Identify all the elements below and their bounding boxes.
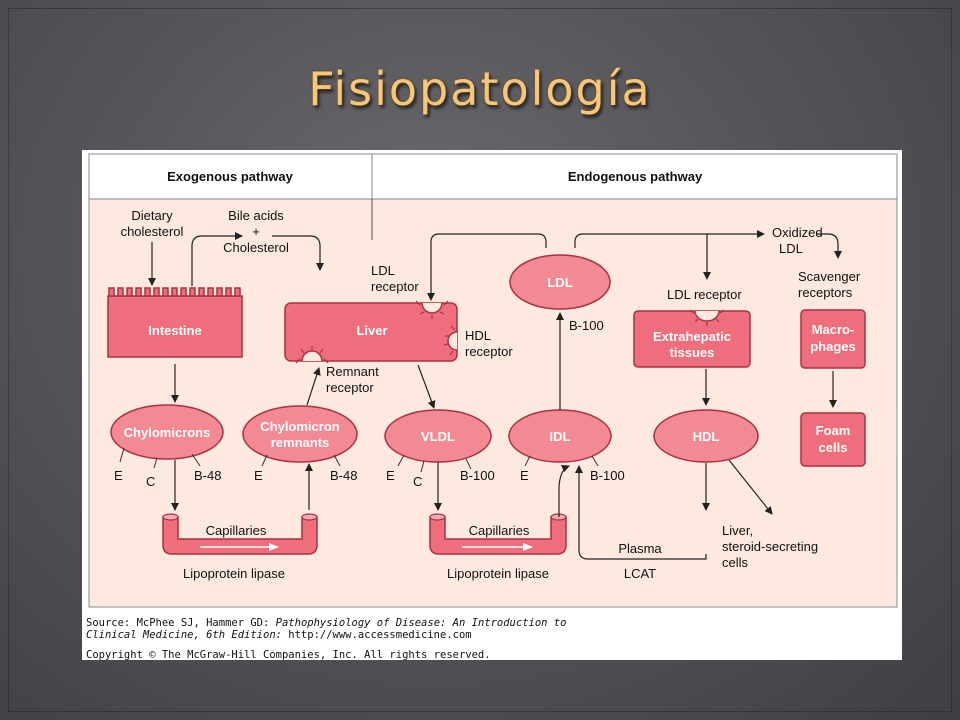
chylomicrons-ellipse xyxy=(110,404,224,460)
dietary-label-2: cholesterol xyxy=(121,224,184,239)
chylo-remnants-label-2: remnants xyxy=(271,435,330,450)
liver-out-label-3: cells xyxy=(722,555,749,570)
chylomicrons-label: Chylomicrons xyxy=(124,425,211,440)
plasma-label: Plasma xyxy=(618,541,662,556)
book-title-1: Pathophysiology of Disease: An Introduct… xyxy=(275,617,567,629)
apo-b100-3: B-100 xyxy=(460,468,495,483)
slide-title: Fisiopatología xyxy=(308,62,652,116)
source-prefix: Source: McPhee SJ, Hammer GD: xyxy=(86,617,276,629)
ldl-receptor-label-1: LDL xyxy=(371,263,395,278)
exogenous-header: Exogenous pathway xyxy=(167,169,293,184)
capillaries-tube-1 xyxy=(162,513,318,555)
ldl-receptor-tissue-label: LDL receptor xyxy=(667,287,742,302)
lcat-label: LCAT xyxy=(624,566,656,581)
remnant-receptor-label-1: Remnant xyxy=(326,364,379,379)
pathway-diagram: Exogenous pathway Endogenous pathway Die… xyxy=(88,153,898,608)
liver-out-label-2: steroid-secreting xyxy=(722,539,818,554)
dietary-label-1: Dietary xyxy=(131,208,173,223)
ldl-receptor-label-2: receptor xyxy=(371,279,419,294)
hdl-receptor-label-2: receptor xyxy=(465,344,513,359)
scavenger-label-2: receptors xyxy=(798,285,853,300)
ldl-b100-label: B-100 xyxy=(569,318,604,333)
remnant-receptor-label-2: receptor xyxy=(326,380,374,395)
apo-b48-1: B-48 xyxy=(194,468,221,483)
copyright-notice: Copyright © The McGraw-Hill Companies, I… xyxy=(86,649,491,661)
liver-label: Liver xyxy=(356,323,387,338)
foam-cells-box xyxy=(800,412,866,467)
lipase-label-2: Lipoprotein lipase xyxy=(447,566,549,581)
source-caption: Source: McPhee SJ, Hammer GD: Pathophysi… xyxy=(86,617,886,641)
foam-label-2: cells xyxy=(819,440,848,455)
pathway-arrows xyxy=(148,230,842,560)
liver-box: Liver xyxy=(284,300,458,364)
apo-c-3: C xyxy=(413,474,422,489)
macrophages-label-1: Macro- xyxy=(812,322,855,337)
hdl-label: HDL xyxy=(693,429,720,444)
chylomicron-remnants-ellipse xyxy=(242,405,358,463)
oxidized-label-1: Oxidized xyxy=(772,225,823,240)
lipoprotein-pathway-figure: Exogenous pathway Endogenous pathway Die… xyxy=(82,150,902,660)
ldl-ellipse xyxy=(509,254,611,310)
idl-label: IDL xyxy=(550,429,571,444)
hdl-ellipse xyxy=(653,409,759,463)
capillaries-label-2: Capillaries xyxy=(469,523,530,538)
cholesterol-label: Cholesterol xyxy=(223,240,289,255)
apo-e-3: E xyxy=(386,468,395,483)
oxidized-label-2: LDL xyxy=(779,241,803,256)
apo-c-1: C xyxy=(146,474,155,489)
lipase-label-1: Lipoprotein lipase xyxy=(183,566,285,581)
apo-e-2: E xyxy=(254,468,263,483)
macrophages-box xyxy=(800,309,866,369)
chylo-remnants-label-1: Chylomicron xyxy=(260,419,340,434)
book-title-2: Clinical Medicine, 6th Edition: xyxy=(86,629,282,641)
foam-label-1: Foam xyxy=(816,423,851,438)
intestine-box: Intestine xyxy=(107,287,243,358)
extrahepatic-label-2: tissues xyxy=(670,345,715,360)
apo-b48-2: B-48 xyxy=(330,468,357,483)
slide-frame xyxy=(8,8,952,712)
capillaries-tube-2 xyxy=(429,513,567,555)
apo-e-1: E xyxy=(114,468,123,483)
bile-acids-label: Bile acids xyxy=(228,208,284,223)
plus-label: + xyxy=(252,224,260,239)
apo-b100-4: B-100 xyxy=(590,468,625,483)
intestine-label: Intestine xyxy=(148,323,201,338)
liver-out-label-1: Liver, xyxy=(722,523,753,538)
endogenous-header: Endogenous pathway xyxy=(568,169,703,184)
extrahepatic-box: Extrahepatic tissues xyxy=(633,309,751,368)
macrophages-label-2: phages xyxy=(810,339,856,354)
source-url[interactable]: http://www.accessmedicine.com xyxy=(281,629,472,641)
vldl-label: VLDL xyxy=(421,429,455,444)
ldl-label: LDL xyxy=(547,275,572,290)
apo-e-4: E xyxy=(520,468,529,483)
hdl-receptor-label-1: HDL xyxy=(465,328,491,343)
scavenger-label-1: Scavenger xyxy=(798,269,861,284)
extrahepatic-label-1: Extrahepatic xyxy=(653,329,731,344)
capillaries-label-1: Capillaries xyxy=(206,523,267,538)
